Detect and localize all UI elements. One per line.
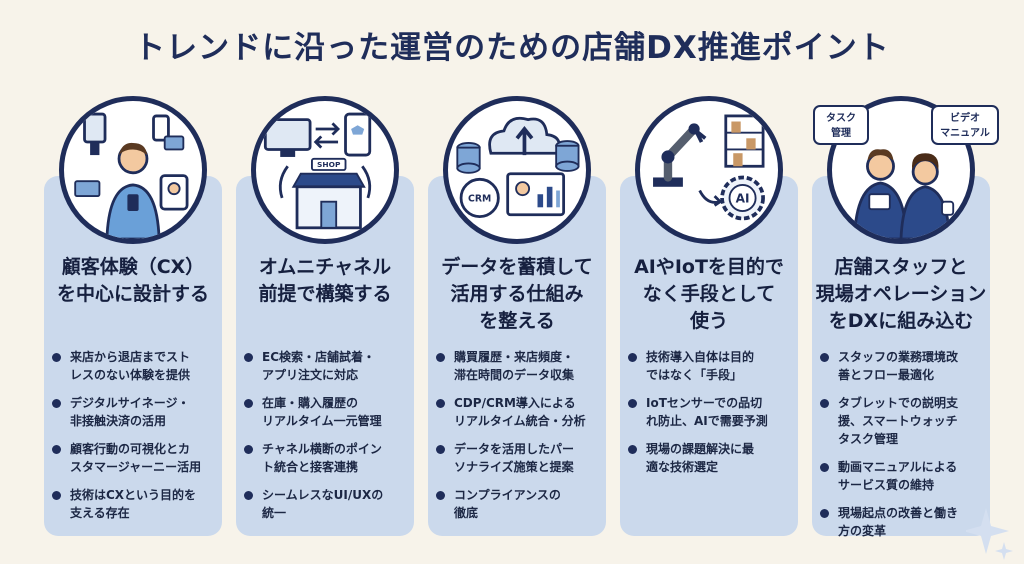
staff-speech-bubbles: タスク 管理 ビデオ マニュアル xyxy=(813,105,999,145)
heading-data: データを蓄積して 活用する仕組み を整える xyxy=(441,256,593,332)
list-item: 現場起点の改善と働き方の変革 xyxy=(820,504,982,540)
task-bubble-line-1: タスク xyxy=(826,112,856,124)
list-item: 顧客行動の可視化とカスタマージャーニー活用 xyxy=(52,440,214,476)
robot-arm-ai-icon: AI xyxy=(653,114,765,221)
bullet-list-cx: 来店から退店までストレスのない体験を提供 デジタルサイネージ・非接触決済の活用 … xyxy=(44,348,222,532)
bullet-list-omnichannel: EC検索・店舗試着・アプリ注文に対応 在庫・購入履歴のリアルタイム一元管理 チャ… xyxy=(236,348,414,532)
medallion-data: CRM xyxy=(443,96,591,244)
medallion-ai-iot: AI xyxy=(635,96,783,244)
shop-sign-label: SHOP xyxy=(317,160,341,169)
bullet-list-staff: スタッフの業務環境改善とフロー最適化 タブレットでの説明支援、スマートウォッチタ… xyxy=(812,348,990,550)
list-item: 現場の課題解決に最適な技術選定 xyxy=(628,440,790,476)
list-item: シームレスなUI/UXの統一 xyxy=(244,486,406,522)
list-item: IoTセンサーでの品切れ防止、AIで需要予測 xyxy=(628,394,790,430)
task-bubble-line-2: 管理 xyxy=(831,126,851,139)
list-item: 購買履歴・来店頻度・滞在時間のデータ収集 xyxy=(436,348,598,384)
list-item: タブレットでの説明支援、スマートウォッチタスク管理 xyxy=(820,394,982,448)
list-item: スタッフの業務環境改善とフロー最適化 xyxy=(820,348,982,384)
ai-label: AI xyxy=(736,192,750,206)
sparkle-icon xyxy=(966,508,1013,560)
list-item: 技術導入自体は目的ではなく「手段」 xyxy=(628,348,790,384)
page-title: トレンドに沿った運営のための店舗DX推進ポイント xyxy=(134,30,890,66)
heading-staff: 店舗スタッフと 現場オペレーション をDXに組み込む xyxy=(815,256,987,332)
list-item: デジタルサイネージ・非接触決済の活用 xyxy=(52,394,214,430)
medallion-cx xyxy=(59,96,207,244)
list-item: 来店から退店までストレスのない体験を提供 xyxy=(52,348,214,384)
medallion-omnichannel: SHOP xyxy=(251,96,399,244)
bullet-list-ai-iot: 技術導入自体は目的ではなく「手段」 IoTセンサーでの品切れ防止、AIで需要予測… xyxy=(620,348,798,486)
list-item: チャネル横断のポイント統合と接客連携 xyxy=(244,440,406,476)
list-item: コンプライアンスの徹底 xyxy=(436,486,598,522)
list-item: EC検索・店舗試着・アプリ注文に対応 xyxy=(244,348,406,384)
list-item: データを活用したパーソナライズ施策と提案 xyxy=(436,440,598,476)
list-item: 動画マニュアルによるサービス質の維持 xyxy=(820,458,982,494)
list-item: 在庫・購入履歴のリアルタイム一元管理 xyxy=(244,394,406,430)
list-item: CDP/CRM導入によるリアルタイム統合・分析 xyxy=(436,394,598,430)
crm-label: CRM xyxy=(468,194,491,205)
bullet-list-data: 購買履歴・来店頻度・滞在時間のデータ収集 CDP/CRM導入によるリアルタイム統… xyxy=(428,348,606,532)
cloud-crm-icon: CRM xyxy=(456,116,580,219)
video-bubble-line-1: ビデオ xyxy=(950,111,980,124)
heading-cx: 顧客体験（CX） を中心に設計する xyxy=(56,256,209,305)
list-item: 技術はCXという目的を支える存在 xyxy=(52,486,214,522)
video-bubble-line-2: マニュアル xyxy=(940,127,990,139)
omnichannel-shop-icon: SHOP xyxy=(263,112,372,230)
customer-devices-icon xyxy=(74,112,189,239)
heading-omnichannel: オムニチャネル 前提で構築する xyxy=(258,256,392,305)
heading-ai-iot: AIやIoTを目的で なく手段として 使う xyxy=(634,256,784,332)
